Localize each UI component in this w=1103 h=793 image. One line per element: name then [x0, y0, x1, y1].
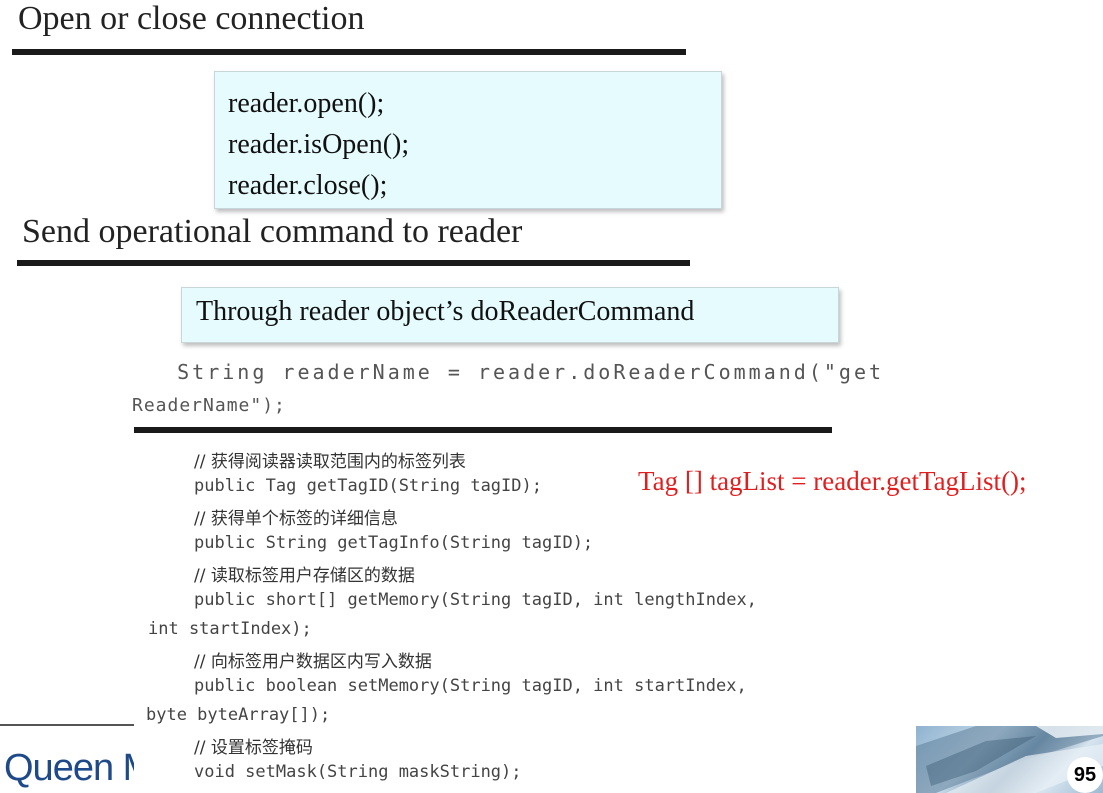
section2-heading: Send operational command to reader: [22, 213, 523, 250]
code-get-memory-line1: public short[] getMemory(String tagID, i…: [194, 590, 757, 610]
footer-brand-logo: Queen M: [4, 747, 134, 789]
code-get-tag-id: public Tag getTagID(String tagID);: [194, 476, 542, 496]
connection-code-box: reader.open(); reader.isOpen(); reader.c…: [214, 71, 722, 209]
api-divider: [134, 427, 832, 433]
code-get-tag-info: public String getTagInfo(String tagID);: [194, 533, 594, 553]
footer-brand-clip: Queen M: [0, 740, 134, 793]
comment-get-tag-list: // 获得阅读器读取范围内的标签列表: [194, 452, 466, 472]
do-reader-command-line1: String readerName = reader.doReaderComma…: [132, 360, 885, 384]
callout-box: Through reader object’s doReaderCommand: [181, 287, 839, 343]
code-set-mask: void setMask(String maskString);: [194, 762, 522, 782]
callout-text: Through reader object’s doReaderCommand: [196, 296, 695, 327]
section1-underline: [12, 49, 686, 55]
code-line-open: reader.open();: [228, 88, 385, 119]
comment-get-memory: // 读取标签用户存储区的数据: [194, 566, 415, 586]
code-set-memory-line1: public boolean setMemory(String tagID, i…: [194, 676, 747, 696]
page-number-badge: 95: [1067, 757, 1103, 793]
do-reader-command-line2: ReaderName");: [132, 395, 286, 416]
code-line-close: reader.close();: [228, 170, 388, 201]
code-line-isopen: reader.isOpen();: [228, 129, 410, 160]
section1-heading: Open or close connection: [18, 0, 365, 37]
red-annotation-get-tag-list: Tag [] tagList = reader.getTagList();: [638, 466, 1027, 496]
code-set-memory-line2: byte byteArray[]);: [146, 705, 331, 725]
comment-set-mask: // 设置标签掩码: [194, 738, 313, 758]
code-get-memory-line2: int startIndex);: [148, 619, 312, 639]
footer-rule: [0, 724, 134, 726]
comment-set-memory: // 向标签用户数据区内写入数据: [194, 652, 432, 672]
comment-get-tag-info: // 获得单个标签的详细信息: [194, 509, 398, 529]
corner-building-image: [916, 726, 1103, 793]
building-graphic: [916, 726, 1103, 793]
section2-underline: [17, 260, 690, 266]
